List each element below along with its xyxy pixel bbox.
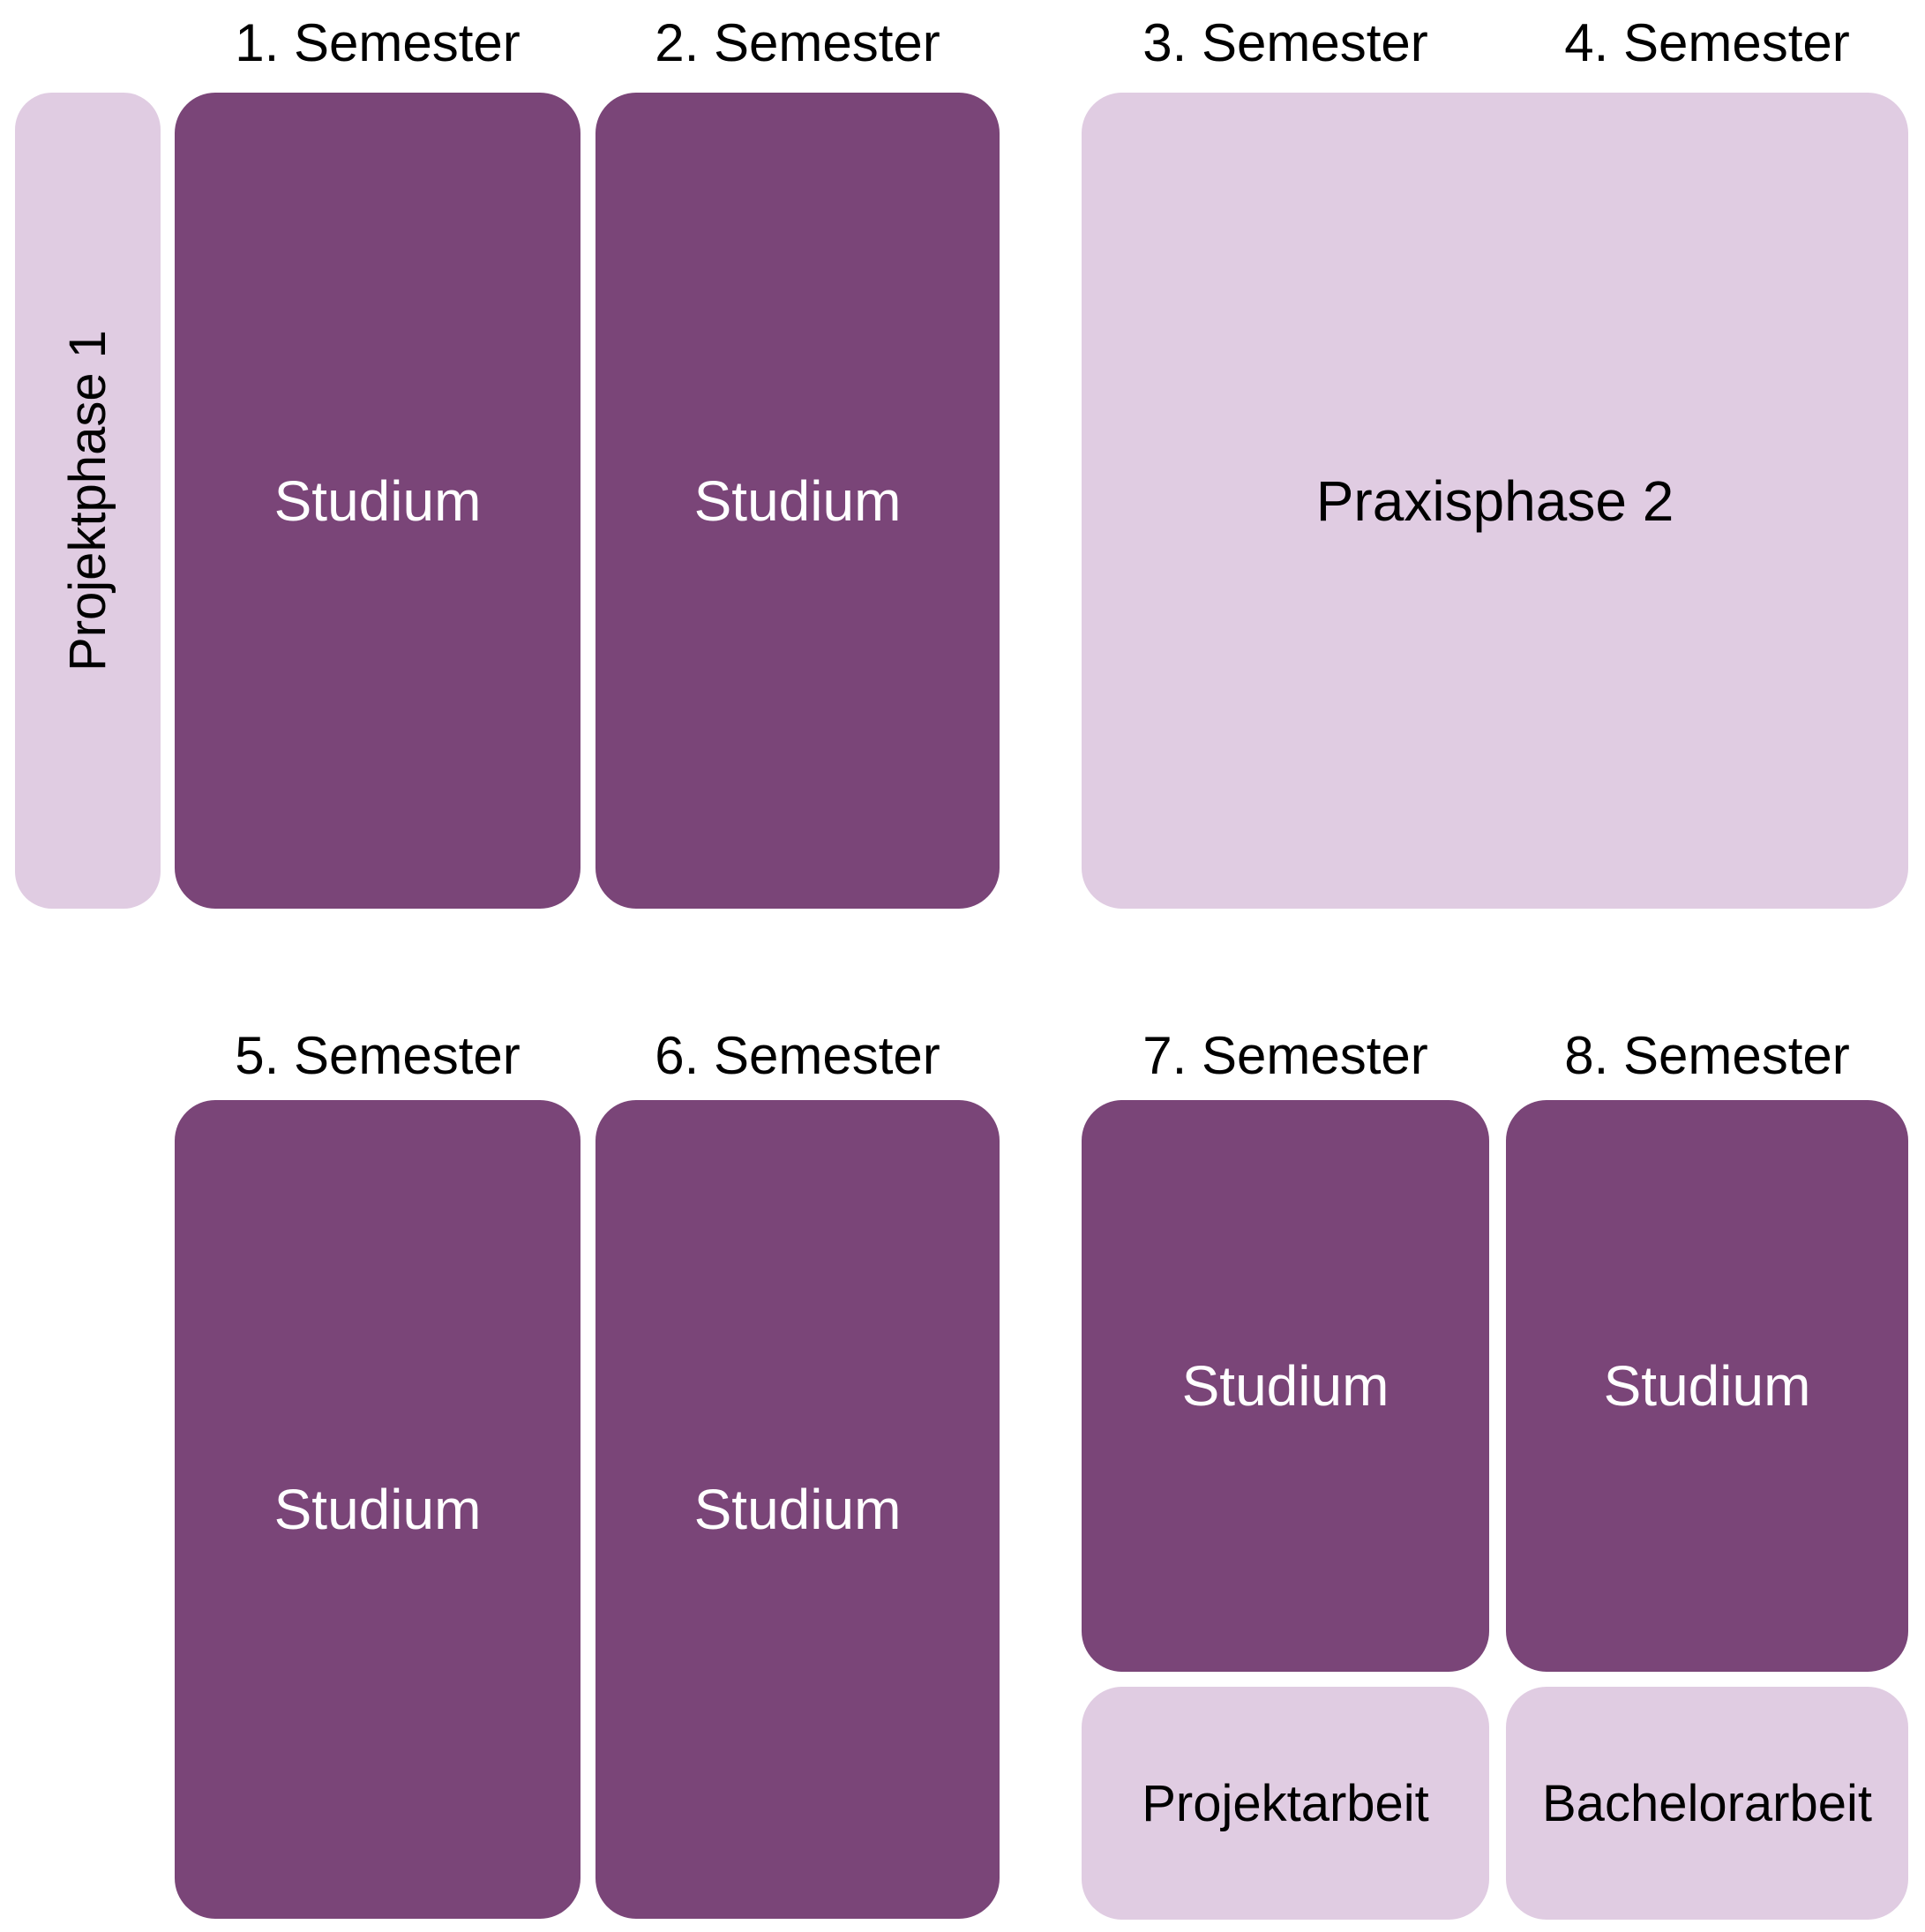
- studium-box-semester-5: Studium: [175, 1100, 580, 1919]
- semester-header-4: 4. Semester: [1564, 13, 1850, 72]
- projektarbeit-box: Projektarbeit: [1082, 1687, 1489, 1920]
- studium-box-semester-6: Studium: [595, 1100, 1000, 1919]
- semester-header-2: 2. Semester: [655, 13, 940, 72]
- box-label: Studium: [693, 468, 902, 533]
- box-label: Studium: [693, 1478, 902, 1541]
- projektphase-1-box: Projektphase 1: [15, 93, 161, 909]
- box-label: Studium: [273, 468, 482, 533]
- box-label: Bachelorarbeit: [1542, 1774, 1872, 1832]
- box-label: Studium: [1181, 1354, 1389, 1418]
- semester-header-3: 3. Semester: [1142, 13, 1428, 72]
- semester-header-5: 5. Semester: [235, 1026, 521, 1085]
- studium-box-semester-1: Studium: [175, 93, 580, 909]
- semester-header-8: 8. Semester: [1564, 1026, 1850, 1085]
- studium-box-semester-7: Studium: [1082, 1100, 1489, 1672]
- box-label: Projektphase 1: [59, 330, 117, 671]
- box-label: Praxisphase 2: [1315, 468, 1674, 533]
- semester-header-6: 6. Semester: [655, 1026, 940, 1085]
- praxisphase-2-box: Praxisphase 2: [1082, 93, 1908, 909]
- box-label: Studium: [273, 1478, 482, 1541]
- semester-header-7: 7. Semester: [1142, 1026, 1428, 1085]
- bachelorarbeit-box: Bachelorarbeit: [1506, 1687, 1908, 1920]
- box-label: Studium: [1603, 1354, 1811, 1418]
- studium-box-semester-8: Studium: [1506, 1100, 1908, 1672]
- studium-box-semester-2: Studium: [595, 93, 1000, 909]
- semester-header-1: 1. Semester: [235, 13, 521, 72]
- box-label: Projektarbeit: [1142, 1774, 1429, 1832]
